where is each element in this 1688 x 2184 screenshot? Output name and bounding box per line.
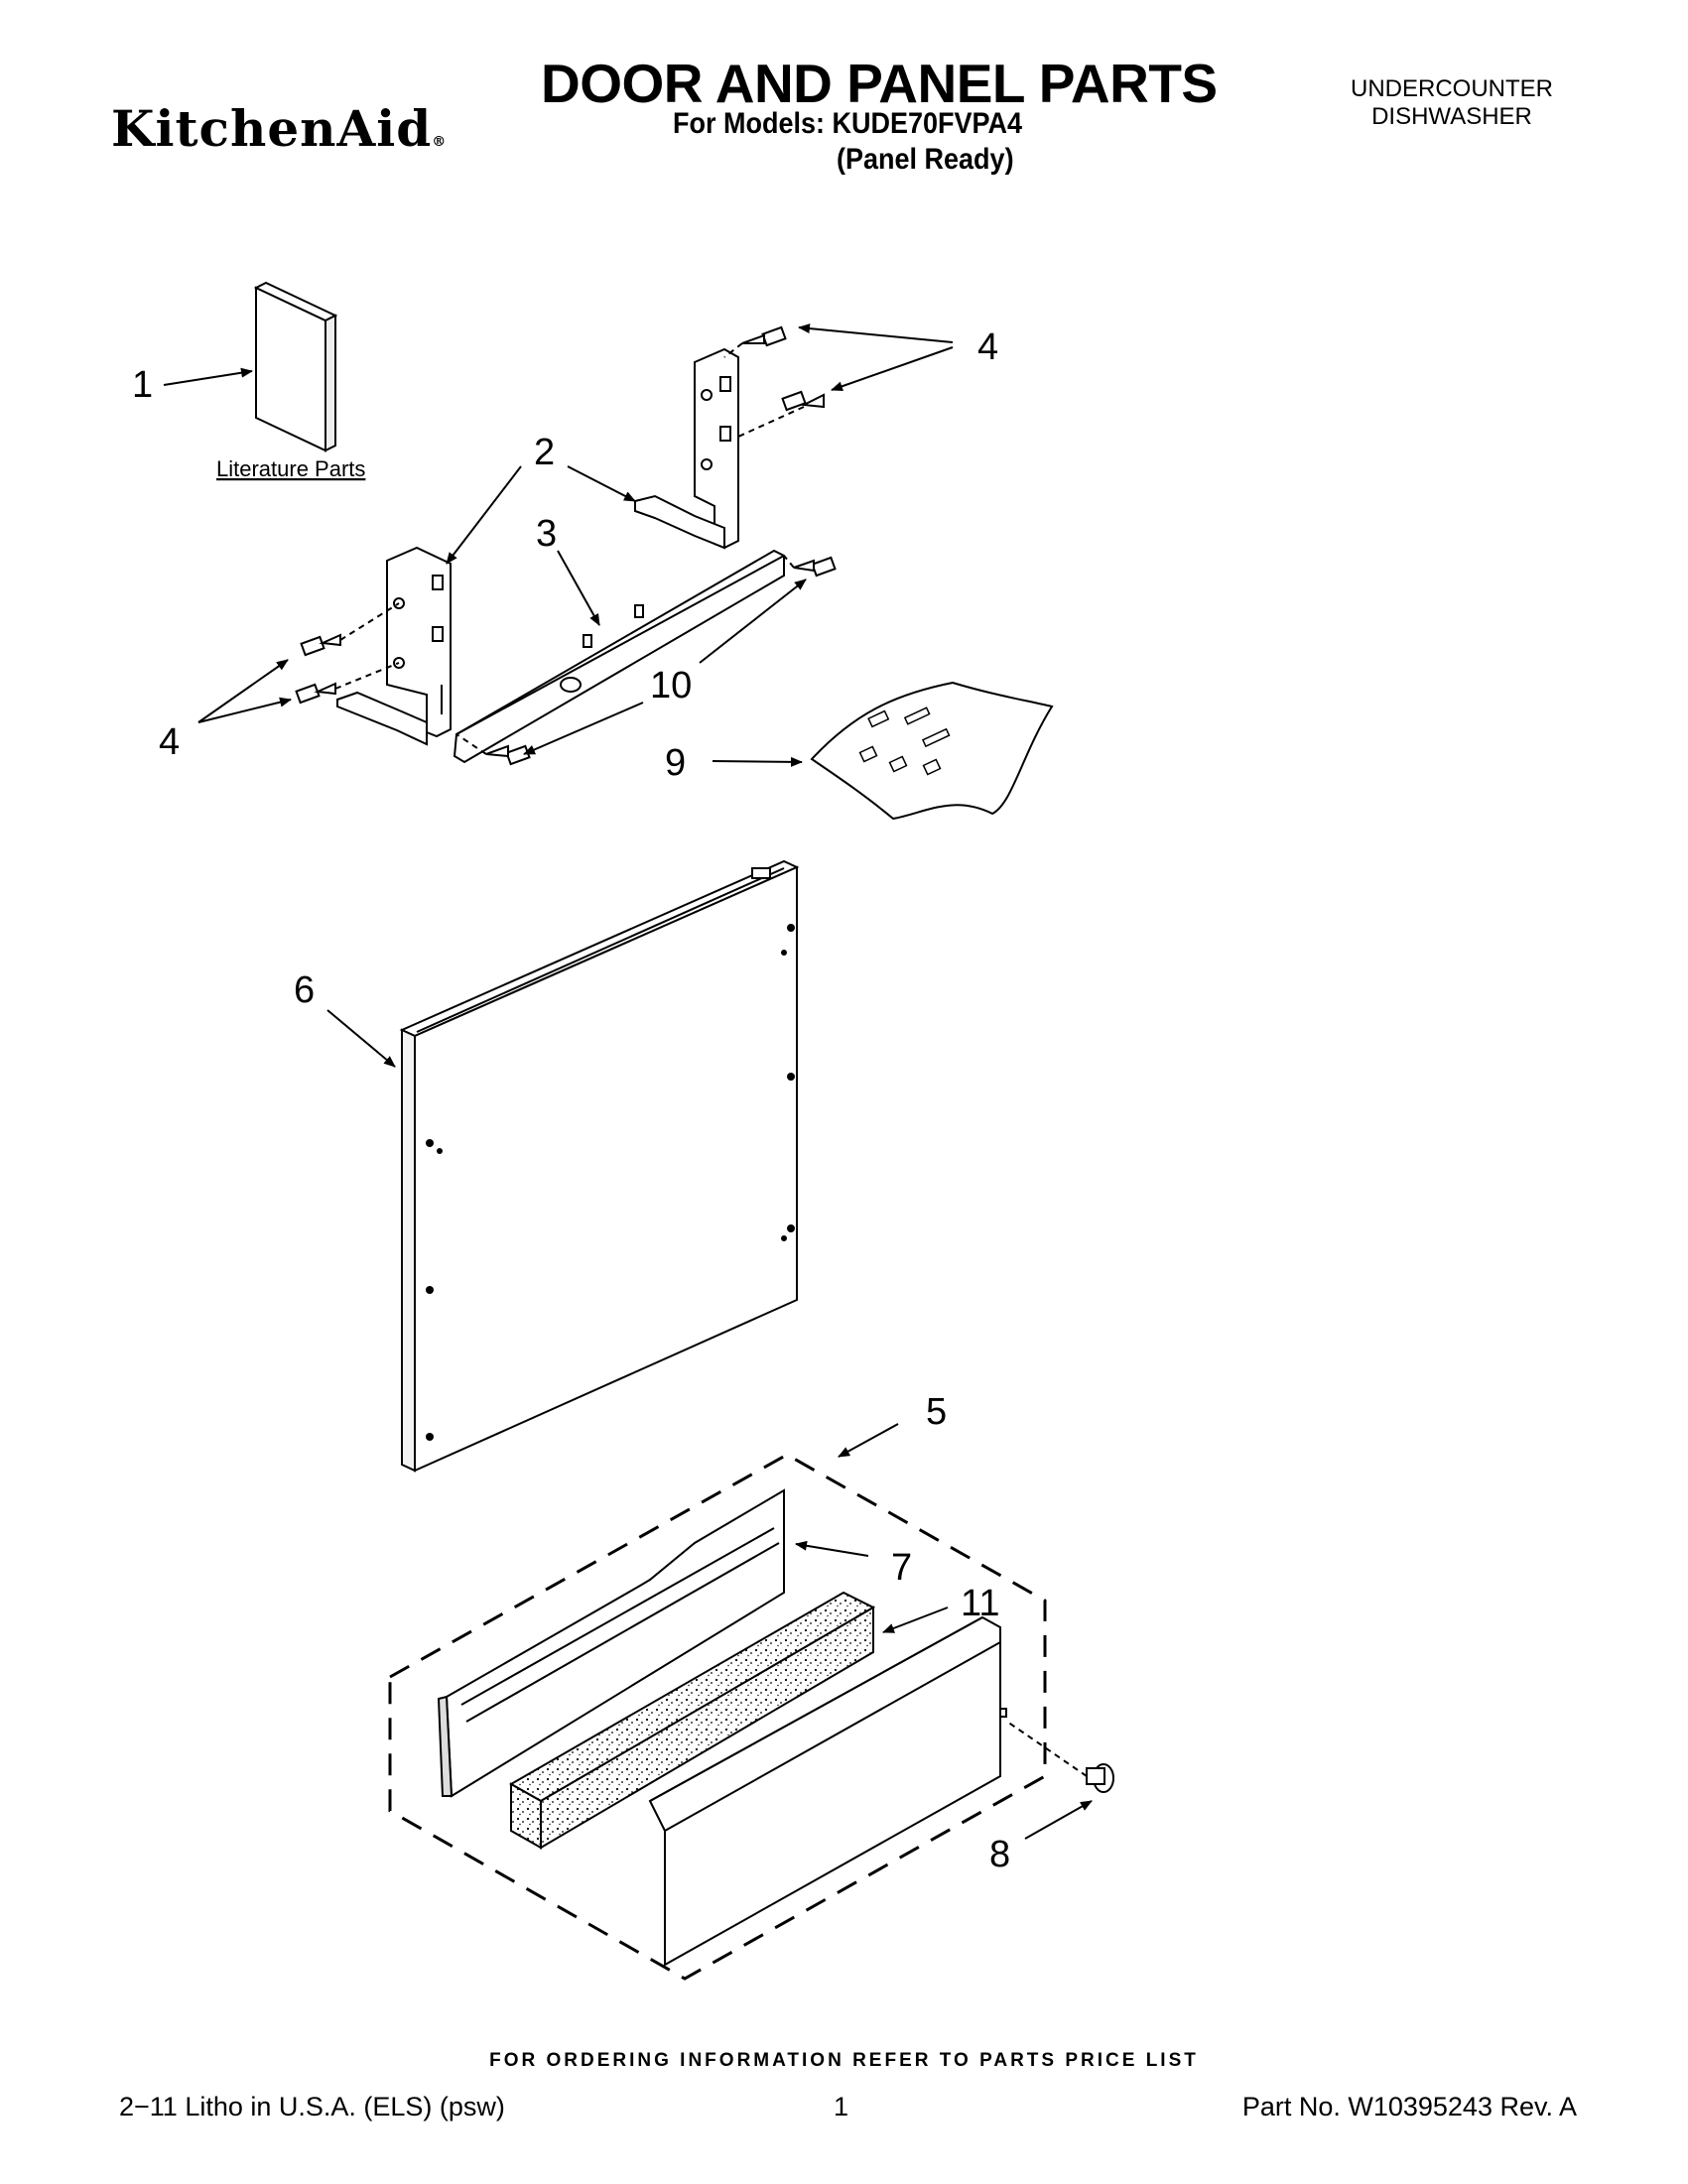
screw-left-2 [295,682,336,705]
literature-parts-label: Literature Parts [216,456,365,481]
toe-kick-screw [1006,1721,1114,1793]
model-number: For Models: KUDE70FVPA4 [673,107,1023,140]
brand-name: KitchenAid [111,99,433,158]
kitchenaid-logo: KitchenAid® [111,99,447,158]
print-info: 2−11 Litho in U.S.A. (ELS) (psw) [119,2092,505,2121]
exploded-parts-diagram: 1 Literature Parts [132,281,1114,1981]
product-type-line-2: DISHWASHER [1371,103,1532,130]
callout-1: 1 [132,364,153,406]
screw-upper-2 [781,390,825,412]
literature-booklet [253,281,338,452]
screw-upper-1 [741,325,787,347]
page-number: 1 [834,2092,849,2121]
part-number: Part No. W10395243 Rev. A [1241,2092,1577,2121]
right-door-bracket [634,347,739,550]
hardware-bag [810,681,1054,821]
screw-left-1 [300,633,341,657]
callout-8: 8 [989,1834,1010,1875]
foam-insulation-strip [508,1591,876,1850]
registered-mark-icon: ® [432,134,448,150]
callout-10: 10 [650,665,692,707]
callout-7: 7 [891,1547,912,1589]
callout-11: 11 [961,1583,999,1624]
toe-kick-kit-boundary [388,1453,1047,1981]
callout-4-lower: 4 [159,721,180,763]
door-panel [399,859,800,1473]
ordering-info-note: FOR ORDERING INFORMATION REFER TO PARTS … [489,2050,1199,2071]
callout-5: 5 [926,1391,947,1433]
callout-9: 9 [665,742,686,784]
model-variant: (Panel Ready) [837,143,1014,176]
toe-kick-panel [437,1488,785,1798]
page-title: DOOR AND PANEL PARTS [541,53,1218,114]
callout-6: 6 [294,969,315,1011]
screw-rail-left [485,744,531,766]
left-door-bracket [336,546,452,746]
leader-1 [163,367,253,386]
callout-3: 3 [536,513,557,555]
door-panel-rail [453,549,785,764]
product-type-line-1: UNDERCOUNTER [1351,75,1553,102]
toe-kick-bracket [648,1615,1007,1967]
screw-rail-right [793,556,837,578]
callout-2: 2 [534,432,555,473]
callout-4-upper: 4 [977,326,998,368]
